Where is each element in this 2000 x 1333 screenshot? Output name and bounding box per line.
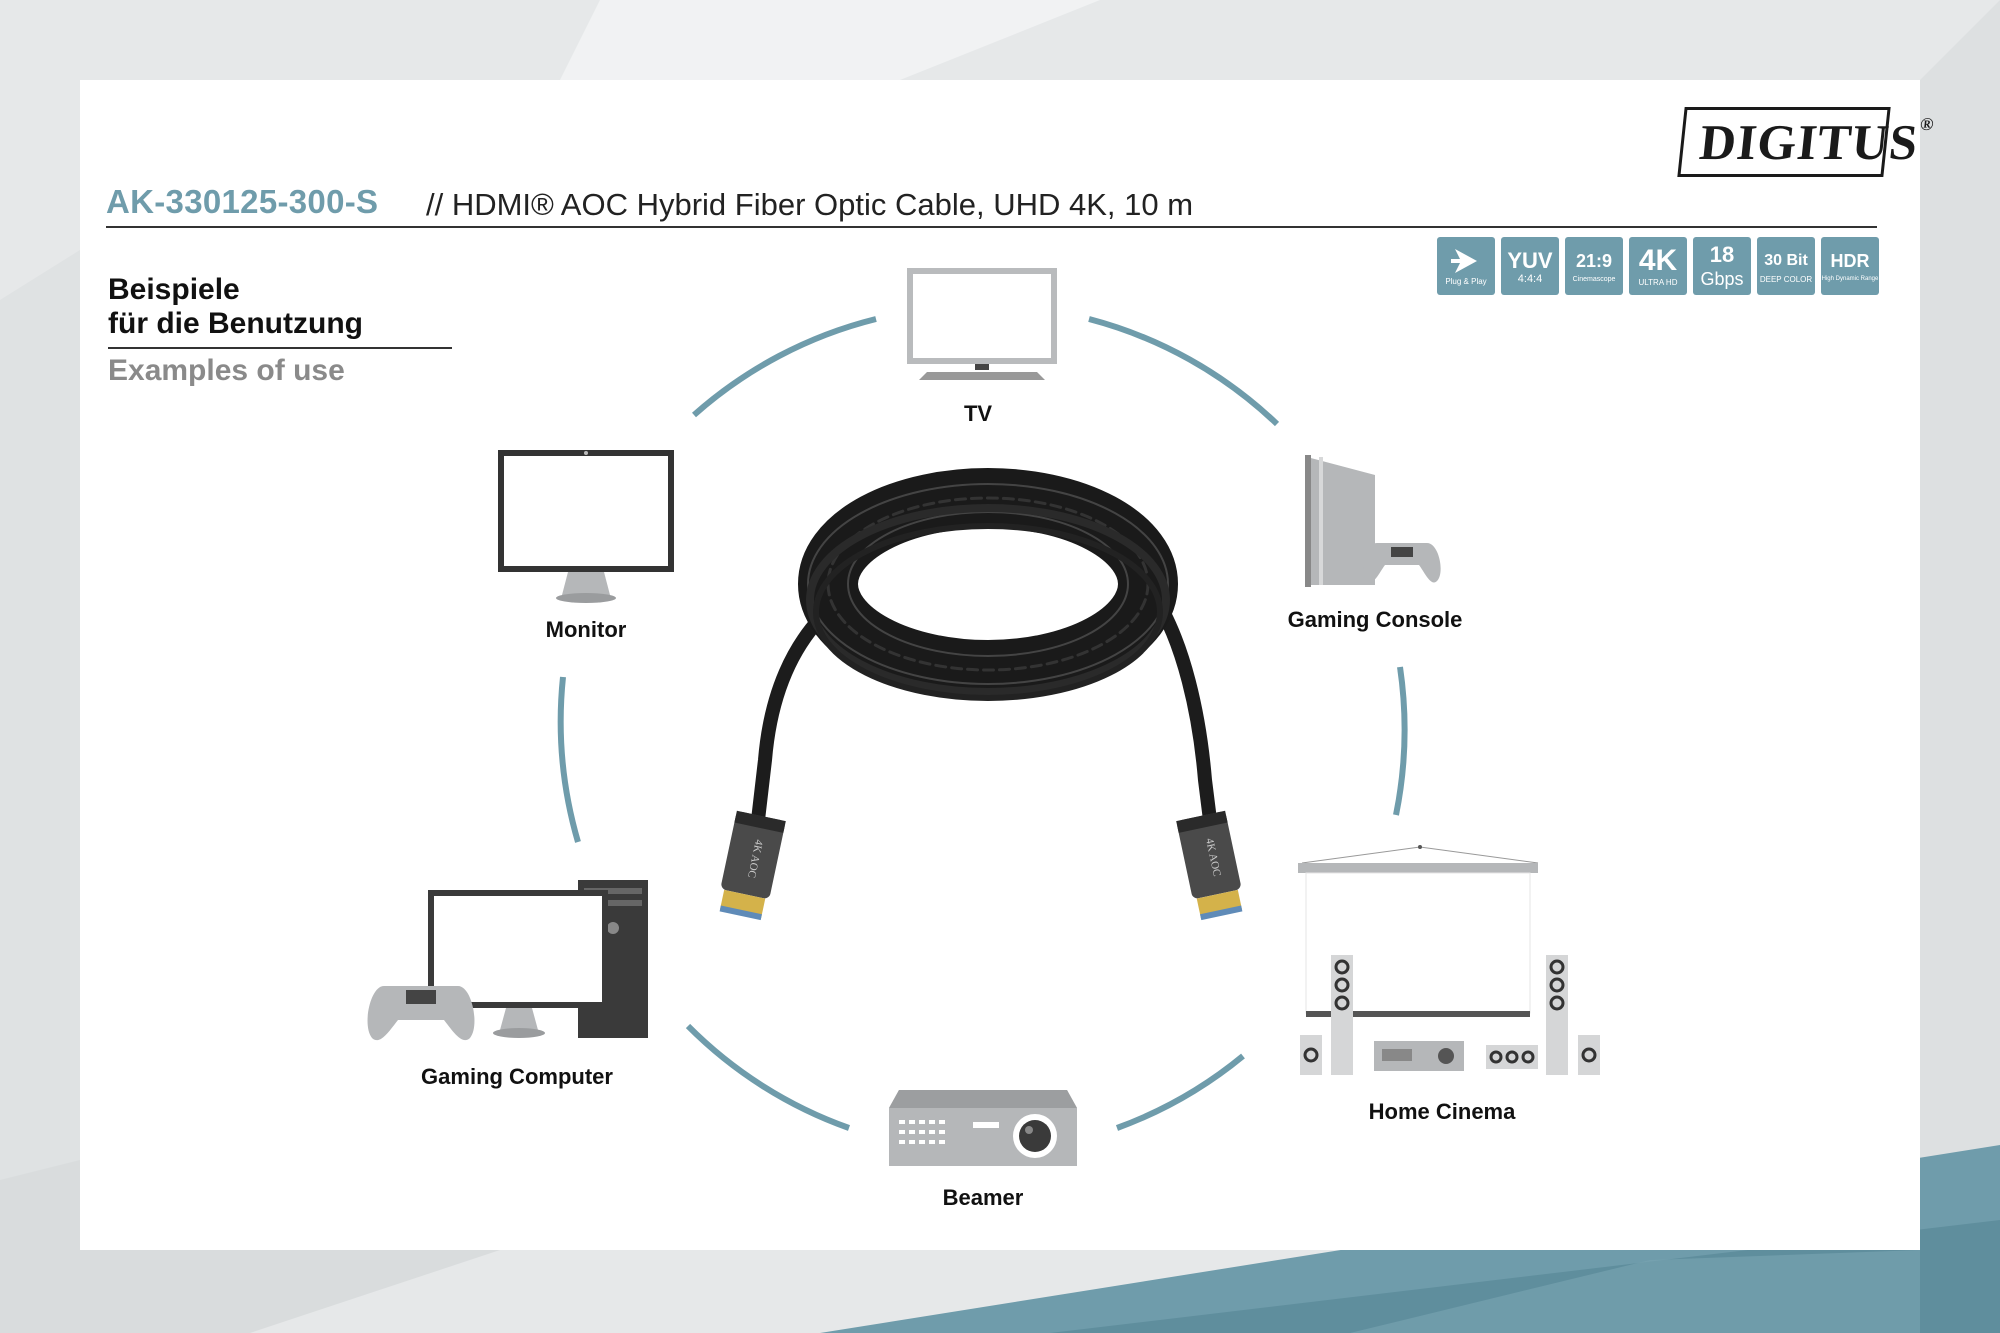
badge-plug-and-play: Plug & Play <box>1437 237 1495 295</box>
badge-cinemascope: 21:9 Cinemascope <box>1565 237 1623 295</box>
ring-arc-left <box>557 676 581 843</box>
title-divider <box>106 226 1877 228</box>
gaming-console-icon <box>1305 455 1441 587</box>
gaming-computer-icon <box>367 880 648 1041</box>
badge-main: 21:9 <box>1575 250 1613 271</box>
badge-sub: DEEP COLOR <box>1759 274 1813 284</box>
speaker-tower-right <box>1546 955 1568 1075</box>
usage-title-de-line1: Beispiele <box>108 273 240 306</box>
badge-main: 18 <box>1709 242 1735 267</box>
badge-sub: Gbps <box>1700 269 1744 289</box>
badge-yuv: YUV 4:4:4 <box>1501 237 1559 295</box>
label-monitor: Monitor <box>545 617 627 642</box>
badge-main: YUV <box>1507 247 1553 273</box>
ring-arc-right <box>1393 666 1408 816</box>
tv-icon <box>907 268 1057 380</box>
ring-arc-top-right <box>1088 316 1280 427</box>
label-home-cinema: Home Cinema <box>1368 1099 1516 1124</box>
ring-arc-top-left <box>692 316 877 418</box>
speaker-tower-left <box>1331 955 1353 1075</box>
label-gaming-console: Gaming Console <box>1287 607 1463 632</box>
usage-title-en: Examples of use <box>108 354 345 387</box>
badge-main: 4K <box>1638 243 1678 277</box>
usage-title-de-line2: für die Benutzung <box>108 307 363 340</box>
badge-hdr: HDR High Dynamic Range <box>1821 237 1879 295</box>
badge-sub: Plug & Play <box>1445 276 1487 286</box>
monitor-icon <box>498 450 674 603</box>
badge-main: HDR <box>1830 251 1870 271</box>
plug-and-play-icon <box>1451 248 1477 273</box>
label-gaming-computer: Gaming Computer <box>421 1064 613 1089</box>
badge-4k: 4K ULTRA HD <box>1629 237 1687 295</box>
usage-divider <box>108 347 452 349</box>
ring-arc-bottom-right <box>1115 1053 1245 1131</box>
beamer-icon <box>889 1090 1077 1166</box>
badge-sub: High Dynamic Range <box>1821 276 1879 282</box>
badge-sub: ULTRA HD <box>1638 277 1678 287</box>
product-sku: AK-330125-300-S <box>106 183 379 220</box>
product-description: // HDMI® AOC Hybrid Fiber Optic Cable, U… <box>426 187 1194 222</box>
badge-sub: 4:4:4 <box>1517 272 1543 285</box>
badge-sub: Cinemascope <box>1572 275 1616 283</box>
home-cinema-icon <box>1298 845 1600 1075</box>
ring-arc-bottom-left <box>685 1023 851 1131</box>
badge-30bit: 30 Bit DEEP COLOR <box>1757 237 1815 295</box>
badge-18gbps: 18 Gbps <box>1693 237 1751 295</box>
label-tv: TV <box>963 401 993 426</box>
feature-badges: Plug & Play YUV 4:4:4 21:9 Cinemascope 4… <box>1437 237 1879 295</box>
badge-main: 30 Bit <box>1764 251 1808 269</box>
label-beamer: Beamer <box>942 1185 1024 1210</box>
usage-title-de: Beispiele für die Benutzung <box>108 273 363 341</box>
